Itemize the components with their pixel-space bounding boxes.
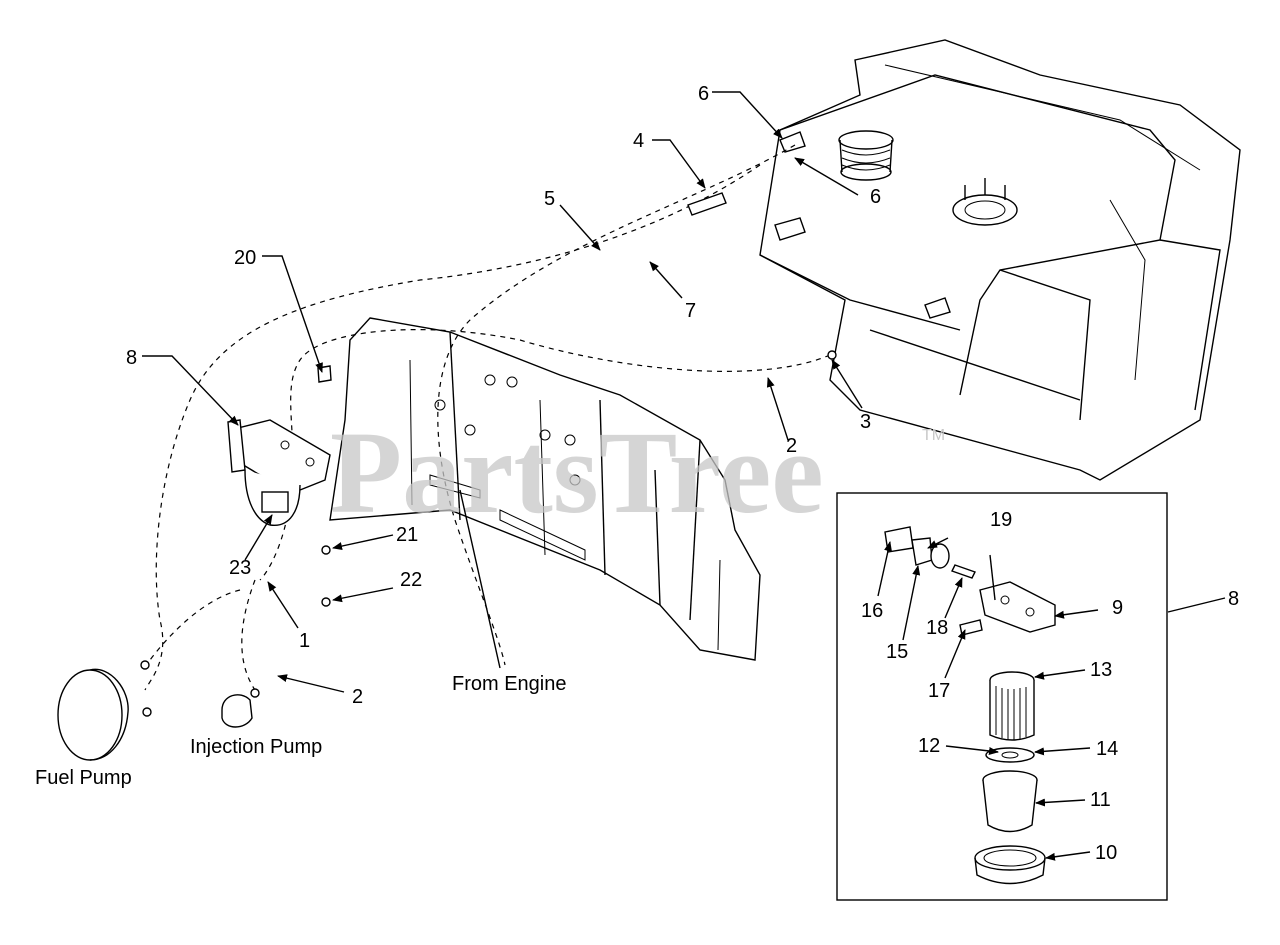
callout-2-right: 2 bbox=[786, 435, 797, 457]
callout-10: 10 bbox=[1095, 842, 1117, 864]
callout-4: 4 bbox=[633, 130, 644, 152]
fuel-pump bbox=[57, 660, 152, 761]
callout-11: 11 bbox=[1090, 789, 1111, 811]
callout-23: 23 bbox=[229, 557, 251, 579]
callout-19: 19 bbox=[990, 509, 1012, 531]
callout-7: 7 bbox=[685, 300, 696, 322]
label-from-engine: From Engine bbox=[452, 673, 567, 695]
label-fuel-pump: Fuel Pump bbox=[35, 767, 132, 789]
callout-18: 18 bbox=[926, 617, 948, 639]
callout-20: 20 bbox=[234, 247, 256, 269]
callout-12: 12 bbox=[918, 735, 940, 757]
fuel-lines bbox=[144, 144, 837, 691]
callout-6-upper: 6 bbox=[698, 83, 709, 105]
callout-22: 22 bbox=[400, 569, 422, 591]
filter-exploded-inset bbox=[836, 492, 1168, 901]
callout-14: 14 bbox=[1096, 738, 1118, 760]
label-injection-pump: Injection Pump bbox=[190, 736, 322, 758]
watermark-trademark: TM bbox=[922, 427, 945, 444]
callout-5: 5 bbox=[544, 188, 555, 210]
callout-9: 9 bbox=[1112, 597, 1123, 619]
callout-13: 13 bbox=[1090, 659, 1112, 681]
frame-housing bbox=[329, 317, 761, 661]
callout-3: 3 bbox=[860, 411, 871, 433]
callout-8: 8 bbox=[126, 347, 137, 369]
leader-lines bbox=[142, 91, 1226, 861]
watermark-text: PartsTree bbox=[330, 407, 824, 538]
callout-21: 21 bbox=[396, 524, 418, 546]
callout-numbers: 6 6 4 5 7 20 8 3 2 21 22 23 1 2 8 19 16 … bbox=[126, 83, 1239, 864]
callout-15: 15 bbox=[886, 641, 908, 663]
callout-8-inset: 8 bbox=[1228, 588, 1239, 610]
callout-2-left: 2 bbox=[352, 686, 363, 708]
callout-16: 16 bbox=[861, 600, 883, 622]
fuel-tank bbox=[759, 39, 1241, 481]
callout-17: 17 bbox=[928, 680, 950, 702]
fuel-filter-assembly bbox=[227, 419, 331, 526]
callout-1: 1 bbox=[299, 630, 310, 652]
callout-6-lower: 6 bbox=[870, 186, 881, 208]
injection-pump bbox=[221, 688, 260, 728]
